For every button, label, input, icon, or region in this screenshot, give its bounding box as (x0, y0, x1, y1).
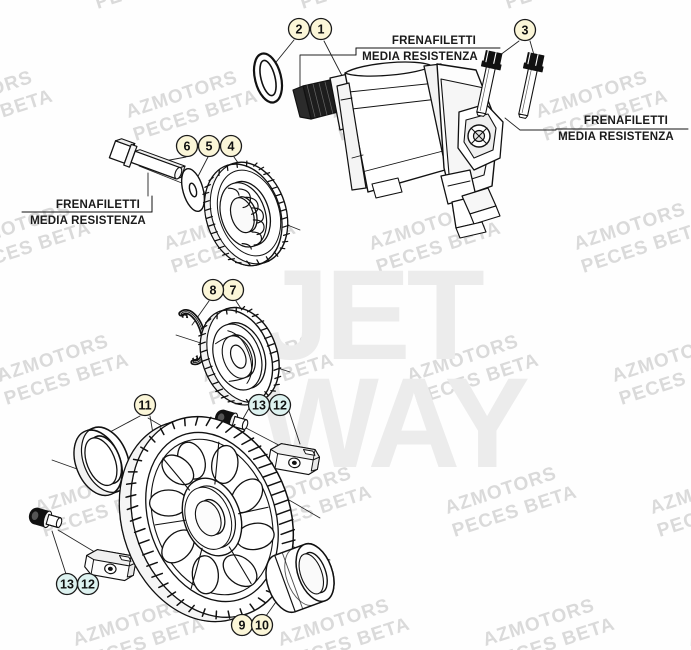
callout-motor-o-ring[interactable]: 2 (287, 17, 311, 41)
callout-number: 13 (60, 578, 74, 592)
note-line2: MEDIA RESISTENZA (362, 51, 478, 63)
center-watermark-line1: JET (258, 244, 485, 387)
note-line2: MEDIA RESISTENZA (30, 215, 146, 227)
callout-pickup-bolt-upper[interactable]: 13 (247, 393, 271, 417)
callout-bubble[interactable] (513, 18, 537, 42)
note-line1: FRENAFILETTI (56, 199, 140, 211)
callout-bubble[interactable] (197, 134, 221, 158)
callout-motor-mounting-bolt[interactable]: 3 (513, 18, 537, 42)
callout-bubble[interactable] (219, 134, 243, 158)
note-line1: FRENAFILETTI (584, 115, 668, 127)
callout-gear-washer[interactable]: 5 (197, 134, 221, 158)
callout-starter-driven-gear[interactable]: 7 (221, 278, 245, 302)
callout-gear-shaft-bolt[interactable]: 6 (175, 134, 199, 158)
note-line1: FRENAFILETTI (392, 35, 476, 47)
callout-number: 6 (184, 140, 191, 154)
callout-bubble[interactable] (55, 572, 79, 596)
callout-bubble[interactable] (133, 393, 157, 417)
callout-starter-motor[interactable]: 1 (309, 17, 333, 41)
callout-number: 9 (239, 619, 246, 633)
part-flywheel (118, 415, 296, 623)
callout-bubble[interactable] (287, 17, 311, 41)
callout-number: 1 (318, 23, 325, 37)
part-motor-bolt-b (512, 51, 546, 121)
callout-number: 5 (206, 140, 213, 154)
note-left-bolt: FRENAFILETTI MEDIA RESISTENZA (21, 195, 153, 227)
callout-starter-idler-gear[interactable]: 4 (219, 134, 243, 158)
part-washer (180, 167, 206, 213)
callout-flywheel-ring-gear[interactable]: 9 (230, 613, 254, 637)
note-right-bolts: FRENAFILETTI MEDIA RESISTENZA (555, 115, 689, 143)
callout-bubble[interactable] (175, 134, 199, 158)
callout-snap-ring[interactable]: 8 (201, 278, 225, 302)
callout-starter-clutch-sleeve[interactable]: 10 (250, 613, 274, 637)
callout-pickup-bolt-lower[interactable]: 13 (55, 572, 79, 596)
callout-pickup-plate-lower[interactable]: 12 (76, 572, 100, 596)
part-shaft-bolt (108, 138, 186, 180)
callout-number: 12 (273, 399, 287, 413)
callout-pickup-plate-upper[interactable]: 12 (268, 393, 292, 417)
part-starter-motor (292, 61, 504, 239)
callout-number: 11 (138, 399, 151, 413)
callout-number: 3 (522, 24, 529, 38)
callout-number: 4 (228, 140, 235, 154)
callout-number: 2 (296, 23, 303, 37)
callout-bubble[interactable] (309, 17, 333, 41)
part-pickup-bolt-lower (26, 505, 65, 532)
callout-bubble[interactable] (247, 393, 271, 417)
note-line2: MEDIA RESISTENZA (558, 131, 674, 143)
part-clutch-sleeve (265, 542, 335, 613)
callout-number: 7 (230, 284, 237, 298)
callout-bubble[interactable] (201, 278, 225, 302)
callout-bubble[interactable] (250, 613, 274, 637)
callout-spacer-ring[interactable]: 11 (133, 393, 157, 417)
callout-number: 12 (81, 578, 95, 592)
part-driven-gear (198, 305, 282, 406)
callout-number: 13 (252, 399, 266, 413)
callout-number: 10 (255, 619, 269, 633)
callout-number: 8 (210, 284, 217, 298)
note-top-left-motor: FRENAFILETTI MEDIA RESISTENZA (355, 35, 501, 63)
part-spacer-ring (73, 426, 131, 497)
part-o-ring (252, 52, 284, 104)
part-idler-gear (202, 160, 290, 267)
